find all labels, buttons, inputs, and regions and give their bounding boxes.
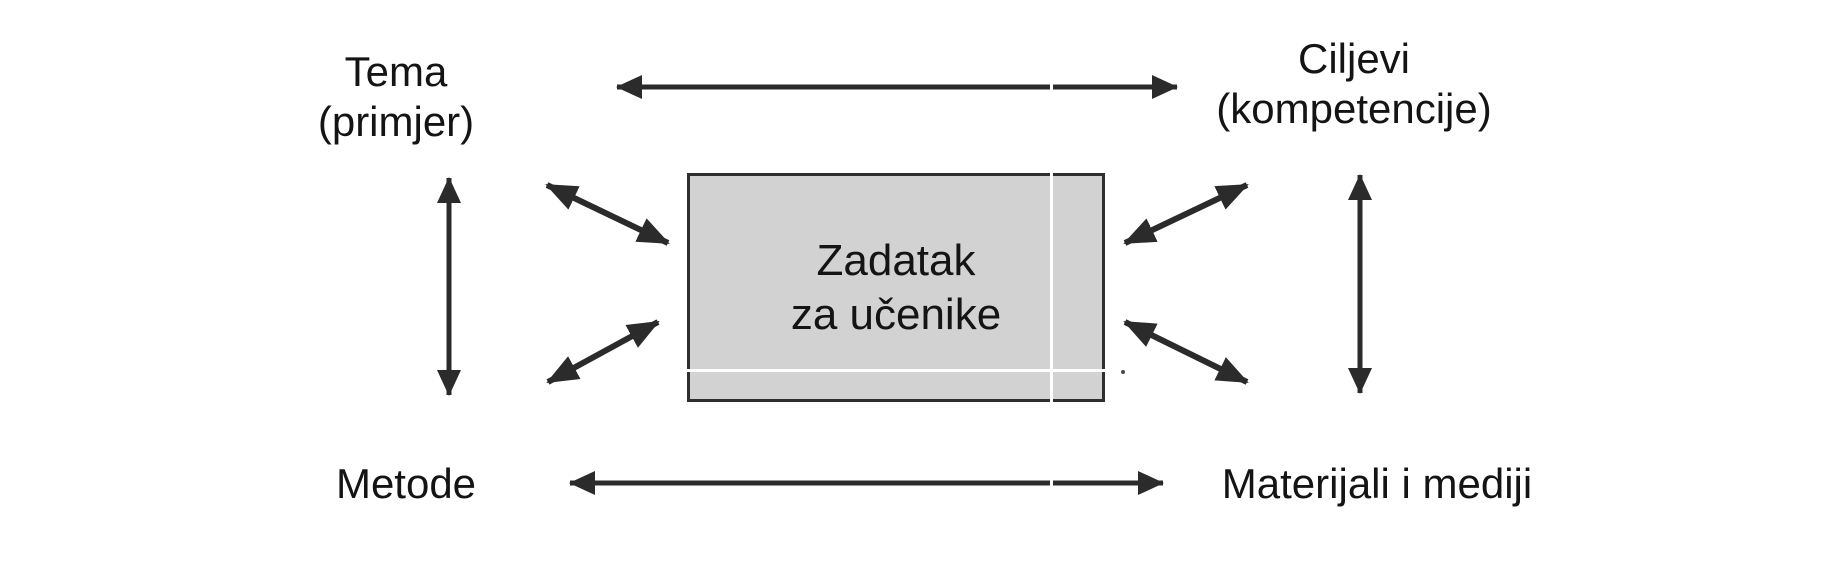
label-tema-line2: (primjer) xyxy=(317,98,475,145)
label-metode: Metode xyxy=(336,459,476,509)
stray-dot xyxy=(1121,370,1125,374)
arrow-box-materijali xyxy=(1123,319,1249,385)
center-box-line2: za učenike xyxy=(790,289,1002,339)
label-ciljevi: Ciljevi (kompetencije) xyxy=(1216,34,1491,134)
label-ciljevi-line2: (kompetencije) xyxy=(1216,85,1492,132)
label-tema: Tema (primjer) xyxy=(318,47,474,147)
label-materijali-line1: Materijali i mediji xyxy=(1221,460,1533,507)
label-ciljevi-line1: Ciljevi xyxy=(1297,35,1411,82)
label-tema-line1: Tema xyxy=(344,48,448,95)
center-box-line1: Zadatak xyxy=(816,235,976,285)
arrow-box-ciljevi xyxy=(1123,182,1249,246)
table-gridline-vertical xyxy=(1050,40,1053,527)
arrow-box-tema xyxy=(545,182,670,246)
center-box: Zadatak za učenike xyxy=(687,173,1105,402)
arrow-box-metode xyxy=(546,319,660,385)
label-materijali: Materijali i mediji xyxy=(1222,459,1532,509)
label-metode-line1: Metode xyxy=(335,460,477,507)
table-gridline-horizontal xyxy=(683,369,1110,372)
